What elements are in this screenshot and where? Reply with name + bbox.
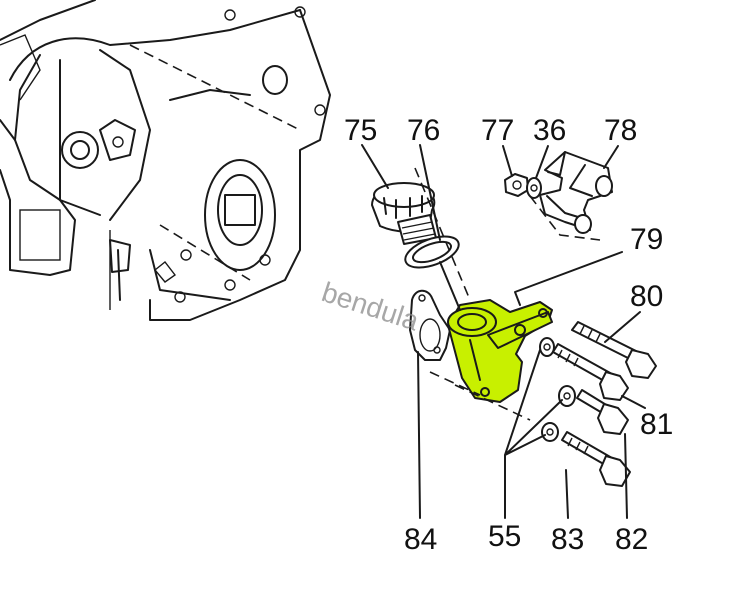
callout-77: 77	[481, 114, 514, 147]
bolt-82	[576, 389, 629, 435]
callout-80: 80	[630, 280, 663, 313]
sealing-ring	[404, 235, 460, 269]
callout-79: 79	[630, 223, 663, 256]
callouts: 75 76 77 36 78 79 80 81 82 83 55 84	[344, 114, 673, 556]
callout-75: 75	[344, 114, 377, 147]
callout-82: 82	[615, 523, 648, 556]
nut-and-washer	[504, 173, 542, 199]
engine-front-cover	[0, 0, 331, 321]
oil-filler-cap	[371, 182, 437, 245]
bolt-81	[552, 343, 629, 401]
gasket	[409, 289, 451, 361]
callout-81: 81	[640, 408, 673, 441]
highlighted-housing	[447, 299, 553, 403]
callout-55: 55	[488, 520, 521, 553]
callout-78: 78	[604, 114, 637, 147]
washers	[539, 337, 576, 442]
callout-84: 84	[404, 523, 437, 556]
callout-76: 76	[407, 114, 440, 147]
bolt-83	[561, 431, 631, 487]
callout-83: 83	[551, 523, 584, 556]
watermark-text: bendula	[318, 276, 423, 336]
bracket	[539, 151, 613, 234]
callout-36: 36	[533, 114, 566, 147]
leader-lines	[361, 144, 646, 519]
